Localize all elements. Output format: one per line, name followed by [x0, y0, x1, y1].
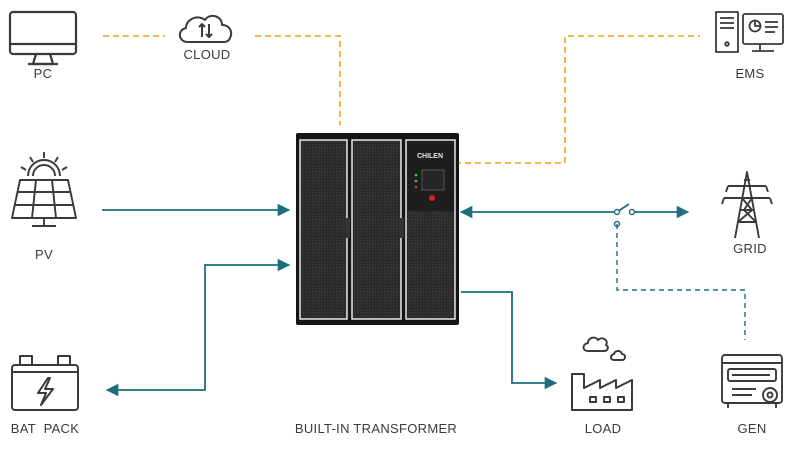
load-label: LOAD — [584, 421, 622, 436]
grid-label: GRID — [733, 241, 767, 256]
cloud-cabinet-link — [255, 35, 341, 125]
cabinet-door-middle — [351, 139, 402, 320]
monitor-icon — [8, 10, 78, 66]
cabinet-label: BUILT-IN TRANSFORMER — [294, 421, 458, 436]
emergency-stop-button — [429, 195, 435, 201]
factory-icon — [571, 336, 633, 411]
solar-panel-icon — [11, 152, 77, 227]
status-led-green-2 — [414, 179, 418, 183]
cloud-label: CLOUD — [183, 47, 231, 62]
pv-label: PV — [35, 247, 53, 262]
ems-label: EMS — [735, 66, 765, 81]
gen-dashed-line — [616, 224, 746, 340]
cabinet-ems-link — [455, 35, 700, 164]
cloud-icon — [178, 14, 233, 43]
comm-lines — [103, 35, 700, 164]
power-lines — [102, 203, 690, 397]
status-led-green — [414, 173, 418, 177]
power-tower-icon — [721, 171, 773, 239]
battery-icon — [11, 355, 79, 411]
grid-switch-node — [613, 208, 621, 216]
pc-label: PC — [33, 66, 53, 81]
battery-cabinet-arrow — [105, 258, 291, 397]
cabinet-screen — [421, 169, 445, 191]
bat-pack-label: BAT PACK — [10, 421, 80, 436]
gen-label: GEN — [737, 421, 767, 436]
cabinet-to-load-arrow — [461, 291, 558, 390]
cabinet-brand: CHILEN — [417, 153, 443, 160]
ems-computer-icon — [715, 11, 784, 53]
status-led-red — [414, 185, 418, 189]
grid-switch-node-right — [628, 208, 636, 216]
cabinet-door-left — [299, 139, 348, 320]
generator-icon — [721, 354, 783, 408]
energy-storage-cabinet-icon: CHILEN — [296, 133, 459, 325]
